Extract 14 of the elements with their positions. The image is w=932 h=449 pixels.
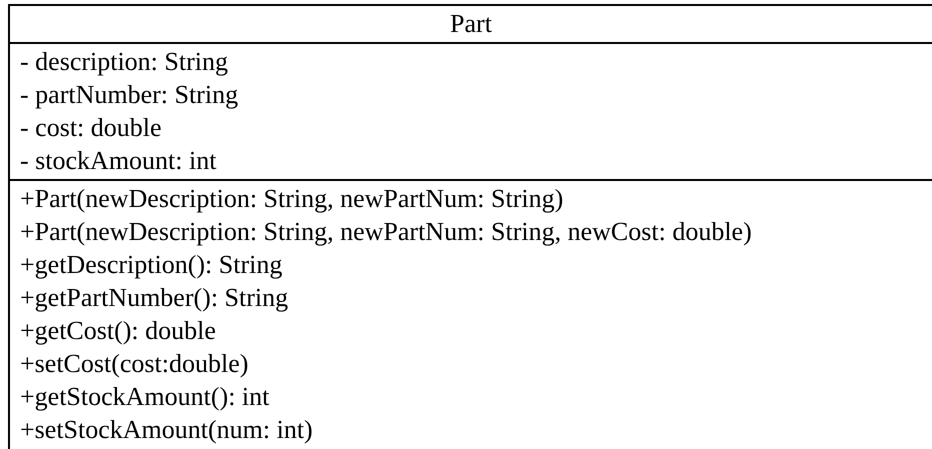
attribute-text: - description: String [20,46,228,78]
method-text: +Part(newDescription: String, newPartNum: String) [20,183,564,215]
class-name: Part [10,6,932,44]
attribute-text: - partNumber: String [20,79,238,111]
attribute-text: - cost: double [20,112,162,144]
method-text: +Part(newDescription: String, newPartNum: String, newCost: double) [20,216,752,248]
method-text: +getDescription(): String [20,249,282,281]
method-text: +getStockAmount(): int [20,381,270,413]
method-text: +getCost(): double [20,315,216,347]
class-box [8,4,932,449]
method-text: +getPartNumber(): String [20,282,288,314]
method-text: +setStockAmount(num: int) [20,414,313,446]
attribute-text: - stockAmount: int [20,145,216,177]
method-text: +setCost(cost:double) [20,348,248,380]
